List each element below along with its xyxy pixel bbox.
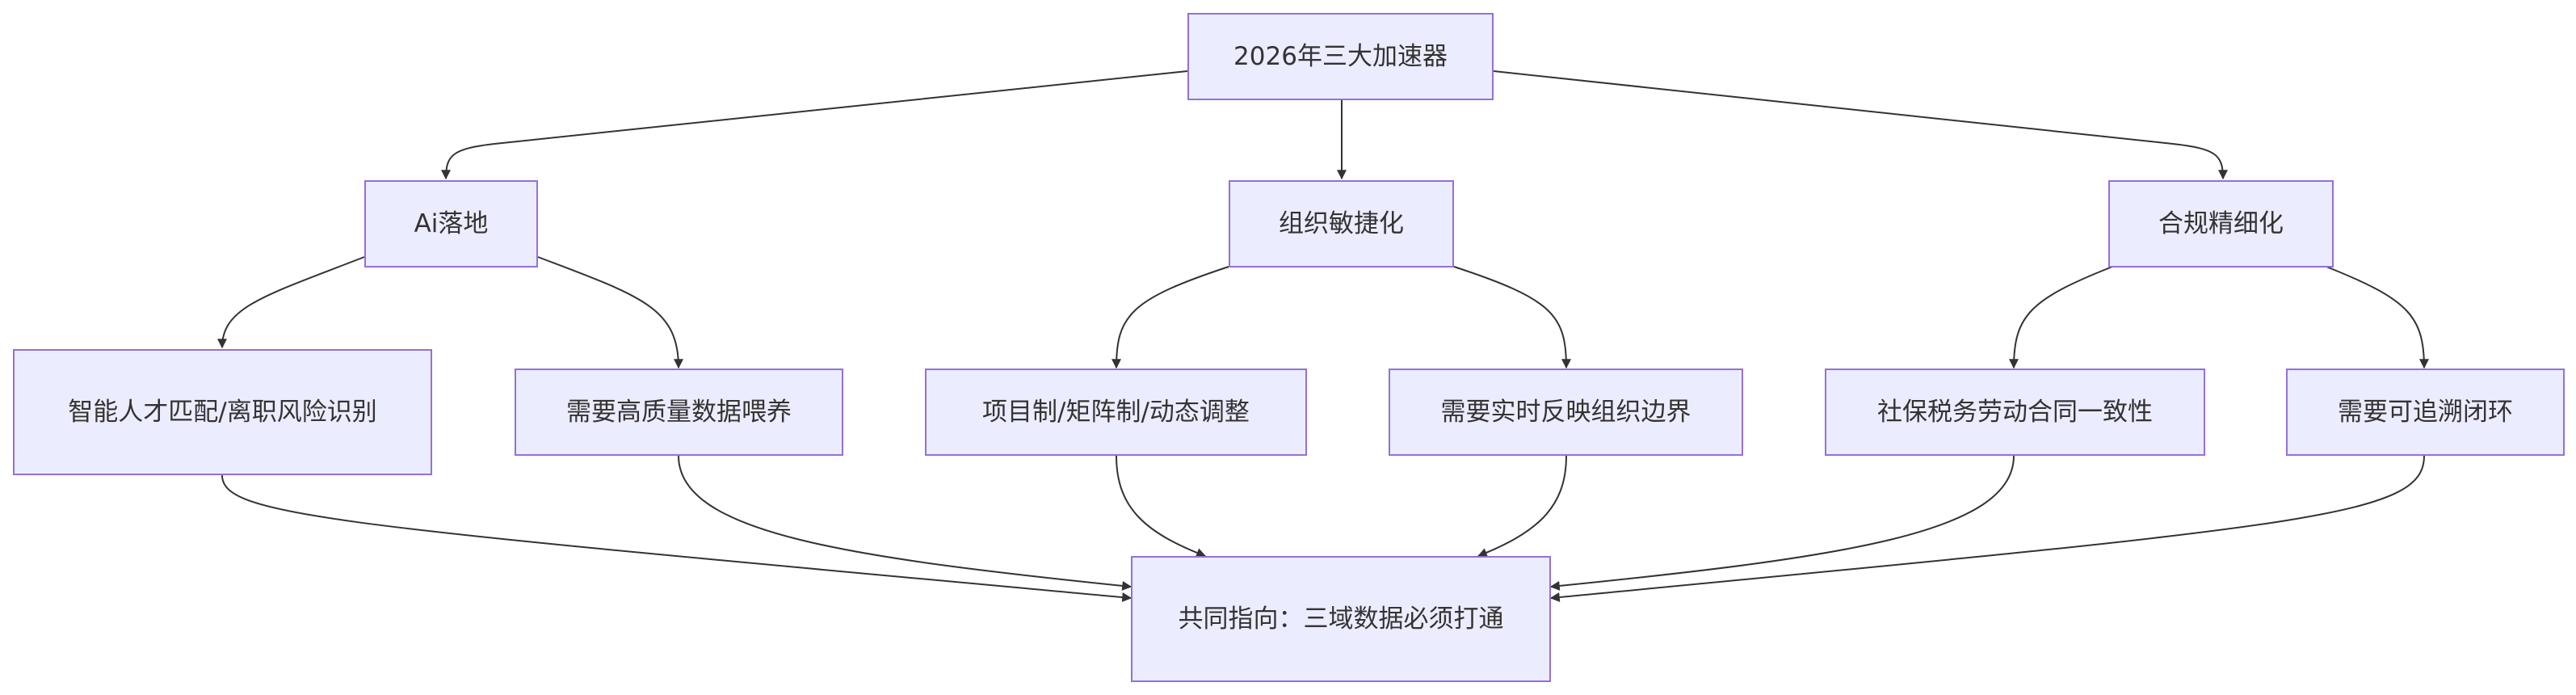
edge-org2-target [1477,455,1567,558]
edge-ai2-target [678,455,1133,591]
node-ai-2-label: 需要高质量数据喂养 [566,398,792,427]
edge-root-comp [1493,70,2228,180]
node-org-2-label: 需要实时反映组织边界 [1440,398,1691,427]
edge-ai-ai2 [537,256,683,369]
edge-root-ai [441,70,1188,180]
edge-org-org2 [1453,266,1571,369]
node-ai-talent-matching: 智能人才匹配/离职风险识别 [13,349,432,475]
node-org-project-matrix: 项目制/矩阵制/动态调整 [925,369,1307,456]
node-org-1-label: 项目制/矩阵制/动态调整 [982,398,1250,427]
node-ai-1-label: 智能人才匹配/离职风险识别 [68,398,377,427]
node-ai-landing: Ai落地 [364,180,538,267]
edge-org-org1 [1112,266,1229,369]
node-comp-2-label: 需要可追溯闭环 [2338,398,2513,427]
edge-ai1-target [221,474,1133,602]
node-target-label: 共同指向：三域数据必须打通 [1178,604,1504,634]
node-root-label: 2026年三大加速器 [1233,42,1448,71]
node-comp-1-label: 社保税务劳动合同一致性 [1877,398,2153,427]
node-comp-traceable-loop: 需要可追溯闭环 [2286,369,2565,456]
node-org-realtime-boundary: 需要实时反映组织边界 [1389,369,1743,456]
node-comp-label: 合规精细化 [2158,209,2284,238]
node-root-2026-accelerators: 2026年三大加速器 [1187,13,1494,100]
edge-comp-comp1 [2009,266,2113,369]
edge-org1-target [1116,455,1207,558]
edge-comp-comp2 [2326,266,2429,369]
edge-comp2-target [1549,455,2425,602]
node-compliance-refinement: 合规精细化 [2108,180,2334,267]
edge-comp1-target [1549,455,2015,591]
node-org-agility: 组织敏捷化 [1229,180,1454,267]
edge-ai-ai1 [217,256,365,349]
node-target-data-integration: 共同指向：三域数据必须打通 [1131,556,1551,682]
node-comp-consistency: 社保税务劳动合同一致性 [1825,369,2205,456]
node-org-label: 组织敏捷化 [1279,209,1404,238]
node-ai-data-feeding: 需要高质量数据喂养 [515,369,843,456]
node-ai-label: Ai落地 [414,209,489,238]
